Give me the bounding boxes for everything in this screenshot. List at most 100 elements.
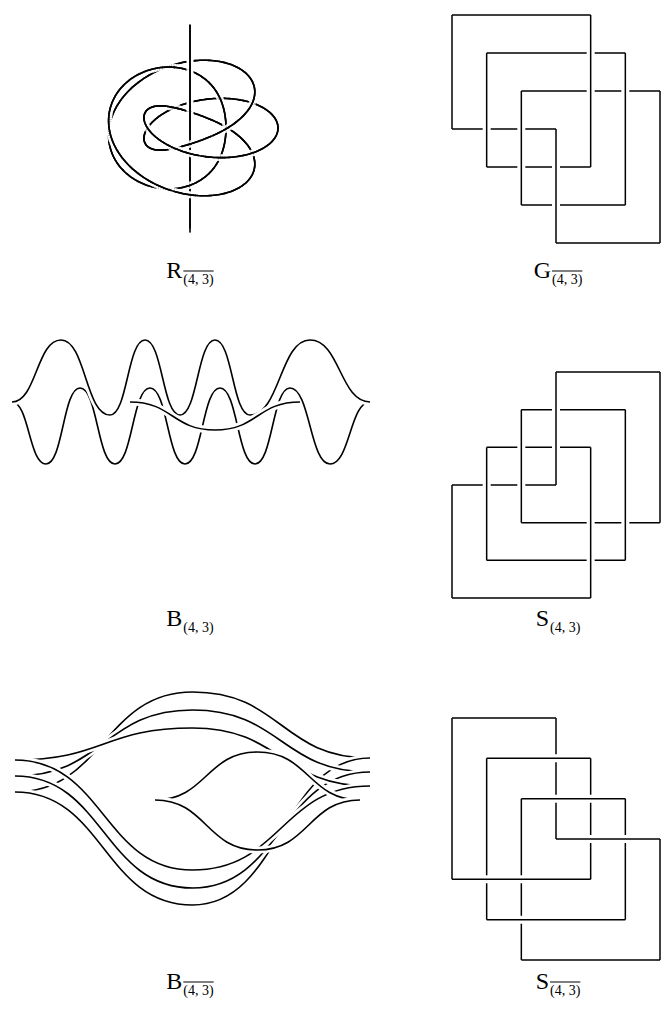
crossing-gap [141, 119, 148, 127]
crossing-gap [147, 104, 155, 111]
crossing-gap [142, 121, 149, 129]
crossing-gap [143, 107, 150, 114]
grid-diagram [452, 372, 660, 598]
crossing-gap [141, 118, 148, 126]
crossing-gap [144, 106, 151, 113]
crossing-gap [145, 144, 153, 151]
crossing-gap [142, 108, 149, 116]
crossing-gap [146, 105, 154, 112]
knot-strand [197, 155, 203, 156]
grid-segment [521, 798, 625, 800]
crossing-gap [175, 103, 177, 111]
knot-strand [189, 226, 191, 232]
crossing-gap [141, 139, 148, 147]
crossing-gap [142, 120, 149, 128]
crossing-gap [141, 138, 148, 146]
crossing-gap [140, 134, 147, 142]
grid-segment [487, 560, 626, 562]
grid-segment [486, 53, 488, 167]
crossing-gap [148, 104, 156, 111]
crossing-gap [140, 136, 147, 144]
grid-diagram [452, 15, 660, 243]
grid-segment [487, 919, 626, 921]
grid-segment [521, 204, 625, 206]
crossing-gap [170, 145, 178, 152]
crossing-gap [141, 139, 148, 147]
crossing-gap [151, 103, 159, 110]
crossing-gap [148, 104, 156, 111]
grid-segment [659, 839, 661, 960]
grid-segment [590, 447, 592, 598]
crossing-gap [147, 145, 155, 152]
crossing-gap [143, 107, 150, 114]
grid-segment [487, 758, 591, 760]
grid-segment [556, 371, 660, 373]
crossing-gap [148, 145, 156, 152]
crossing-gap [145, 105, 153, 112]
crossing-gap [173, 105, 181, 112]
crossing-gap [188, 108, 189, 115]
grid-segment [521, 409, 625, 411]
crossing-gap [149, 103, 157, 110]
grid-segment [452, 128, 556, 130]
crossing-gap [152, 103, 160, 110]
crossing-gap [151, 103, 159, 110]
crossing-gap [143, 141, 150, 148]
grid-segment [555, 129, 557, 243]
grid-segment [451, 485, 453, 598]
grid-segment [521, 410, 523, 523]
grid-segment [521, 959, 660, 961]
crossing-gap [142, 108, 149, 115]
crossing-gap [141, 138, 148, 146]
front-strand [130, 402, 300, 430]
crossing-gap [141, 109, 148, 117]
crossing-gap [130, 402, 300, 430]
grid-segment [486, 447, 488, 560]
grid-segment [452, 597, 591, 599]
grid-segment [659, 372, 661, 523]
crossing-gap [141, 117, 148, 125]
grid-segment [521, 91, 523, 205]
grid-segment [452, 717, 556, 719]
grid-segment [555, 718, 557, 839]
crossing-gap [150, 103, 158, 110]
crossing-gap [145, 144, 153, 151]
grid-segment [452, 484, 556, 486]
crossing-gap [146, 144, 154, 151]
grid-segment [451, 15, 453, 129]
crossing-gap [148, 145, 156, 152]
grid-segment [487, 52, 626, 54]
grid-diagram [452, 718, 660, 960]
crossing-gap [12, 340, 370, 415]
crossing-gap [141, 118, 148, 126]
grid-segment [659, 91, 661, 243]
grid-segment [556, 242, 660, 244]
crossing-gap [142, 108, 149, 115]
grid-segment [555, 372, 557, 485]
grid-segment [556, 838, 660, 840]
crossing-gap [144, 143, 151, 150]
crossing-gap [144, 105, 151, 112]
legendrian-front [12, 340, 370, 464]
crossing-gap [142, 140, 149, 148]
grid-segment [452, 879, 591, 881]
crossing-gap [143, 126, 150, 134]
crossing-gap [141, 137, 148, 145]
crossing-gap [146, 104, 154, 111]
knot-strand [189, 222, 191, 231]
legendrian-front [15, 692, 370, 905]
grid-segment [487, 447, 591, 449]
grid-segment [625, 410, 627, 561]
crossing-gap [144, 143, 151, 150]
grid-segment [487, 166, 591, 168]
knot-strand [169, 190, 176, 192]
crossing-gap [149, 103, 157, 110]
crossing-gap [140, 135, 147, 143]
grid-segment [486, 758, 488, 919]
crossing-gap [141, 136, 148, 144]
crossing-gap [167, 146, 175, 153]
grid-segment [590, 758, 592, 879]
crossing-gap [141, 130, 148, 138]
